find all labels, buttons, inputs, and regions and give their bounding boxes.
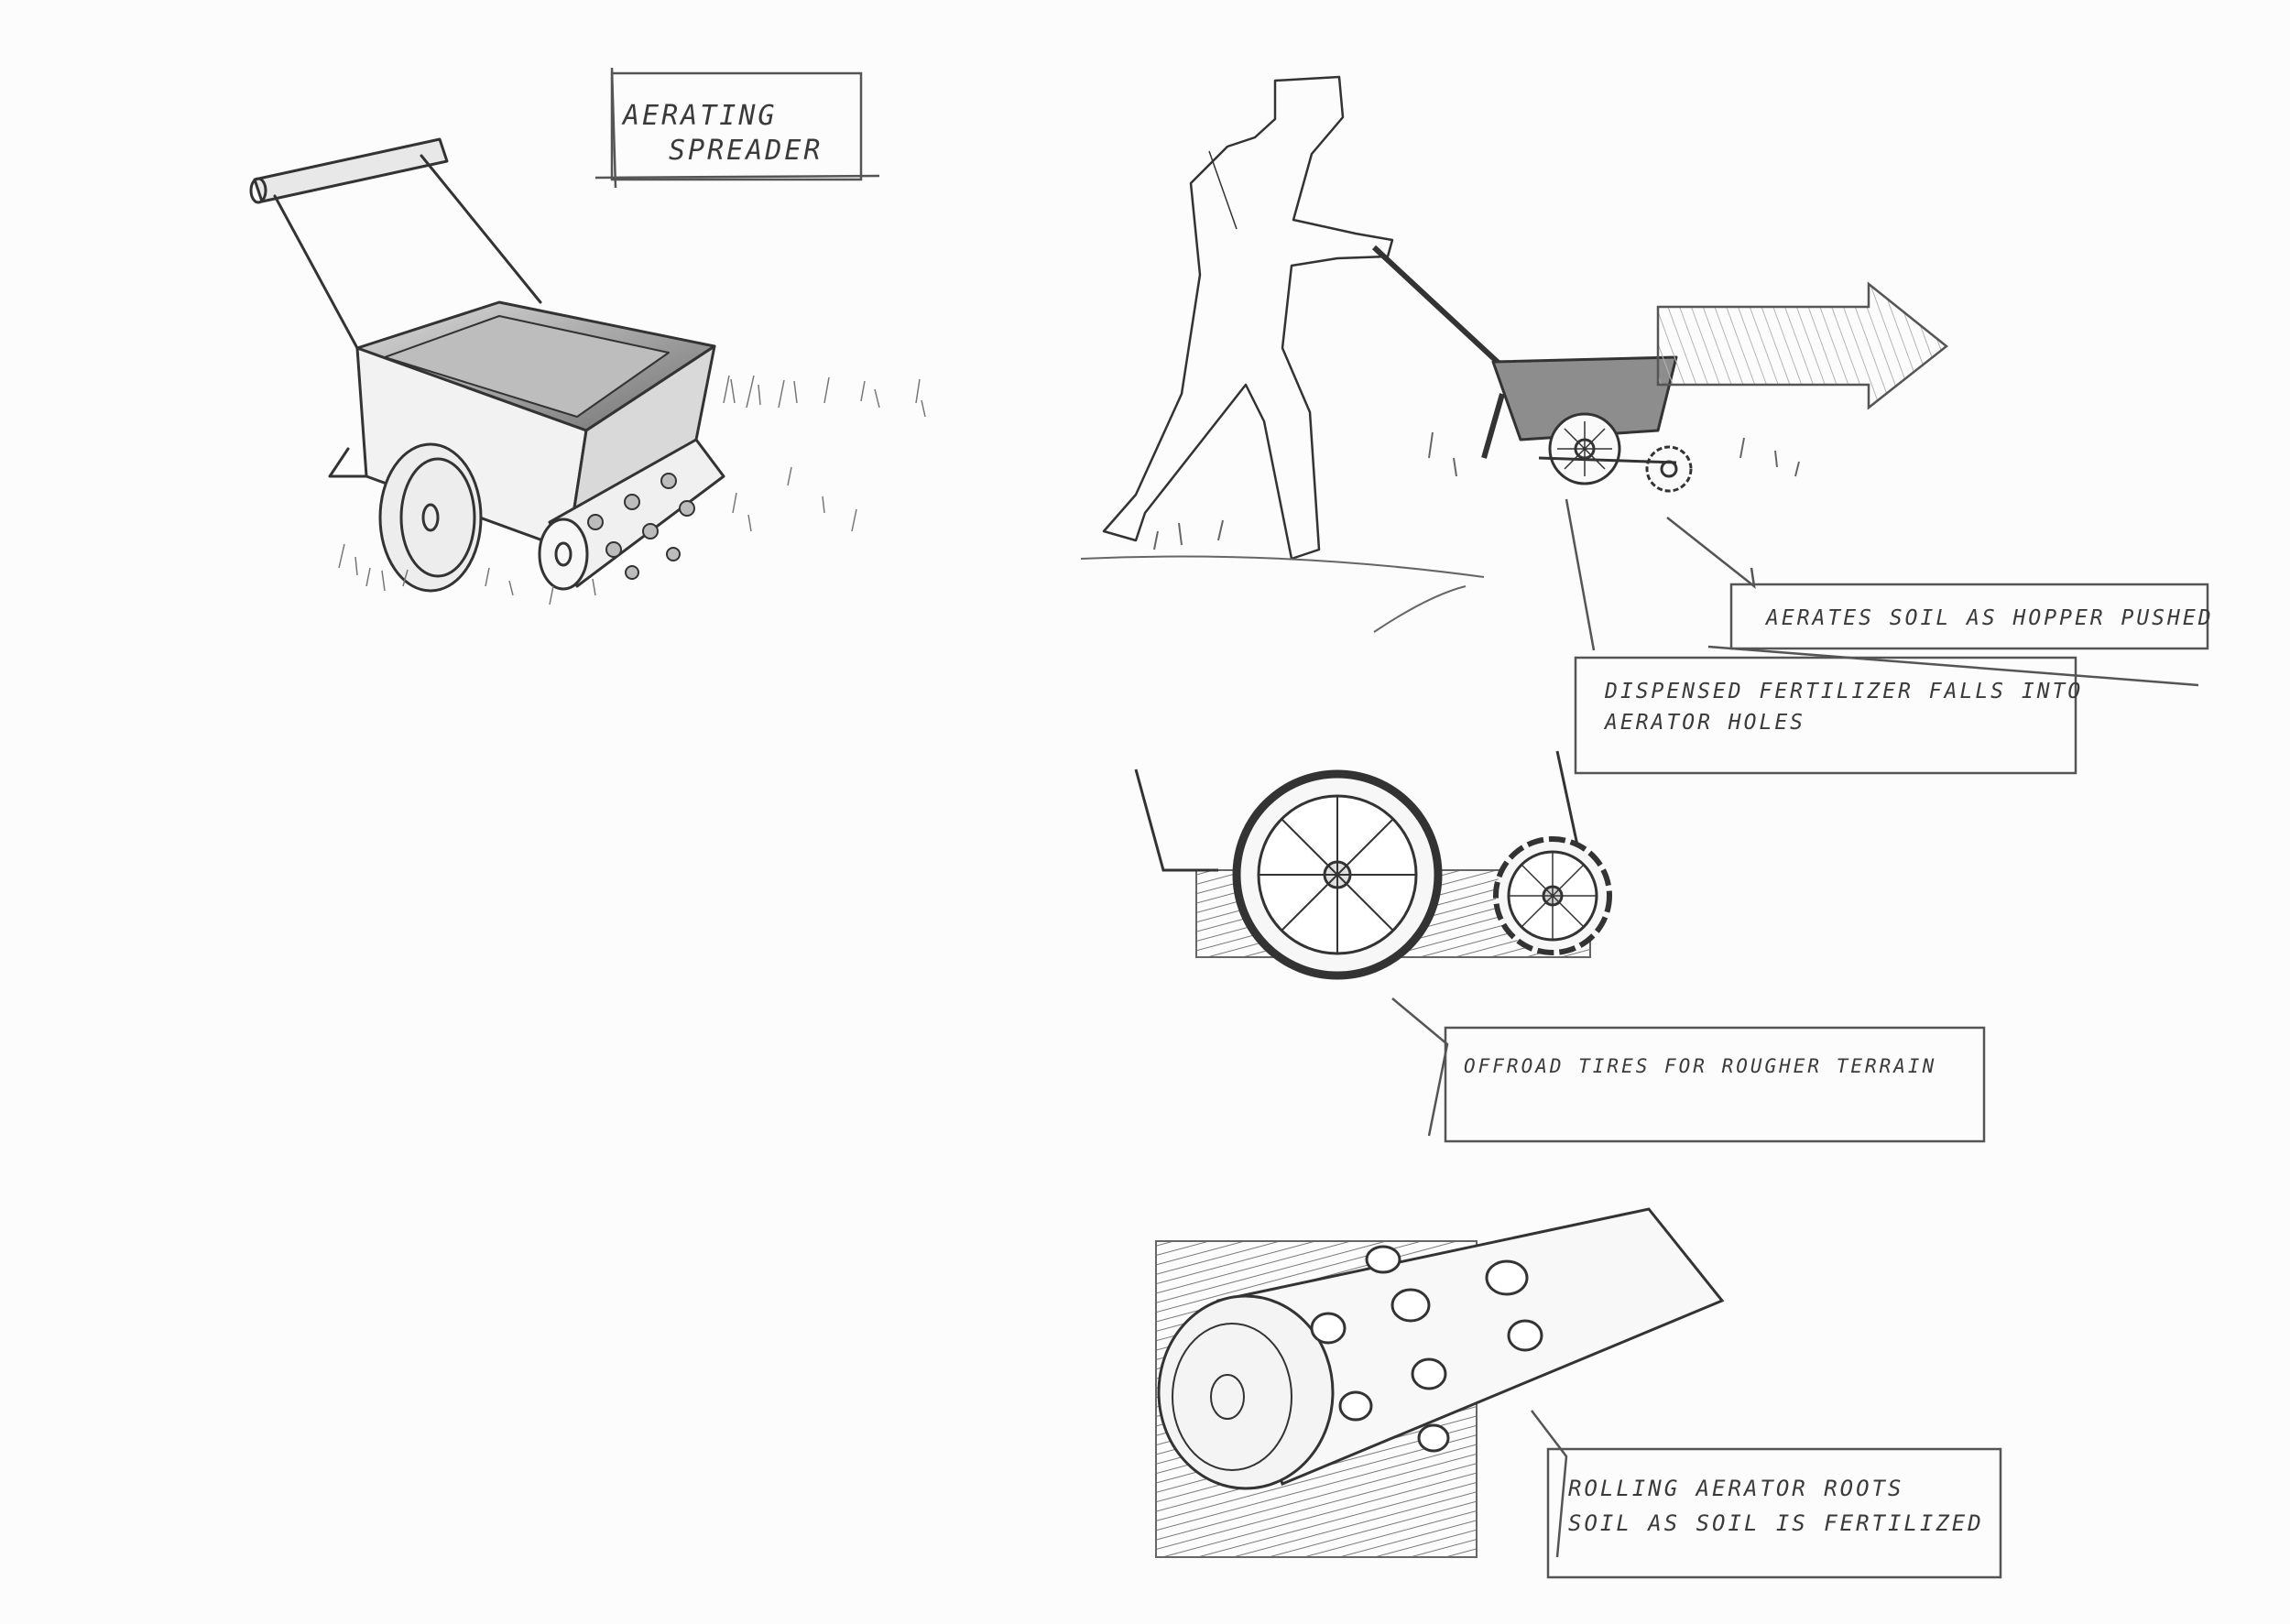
title-line-2: SPREADER xyxy=(669,135,823,167)
title-label: AERATING SPREADER xyxy=(623,99,823,169)
person-figure xyxy=(1102,75,1394,561)
title-line-1: AERATING xyxy=(623,100,778,132)
callout-boxes xyxy=(1391,498,2209,1579)
roller-closeup xyxy=(1155,1207,1725,1558)
ground-lines xyxy=(1080,431,1800,633)
wheel-closeup xyxy=(1134,750,1612,980)
grass-strokes xyxy=(338,375,926,605)
callout-rolling-line-2: SOIL AS SOIL IS FERTILIZED xyxy=(1568,1510,1984,1536)
callout-offroad-text: OFFROAD TIRES FOR ROUGHER TERRAIN xyxy=(1464,1055,1937,1077)
title-box xyxy=(594,67,880,189)
callout-dispensed-line-1: DISPENSED FERTILIZER FALLS INTO xyxy=(1605,680,2084,703)
callout-aerates-text: AERATES SOIL AS HOPPER PUSHED xyxy=(1766,606,2214,630)
callout-dispensed: DISPENSED FERTILIZER FALLS INTO AERATOR … xyxy=(1605,676,2083,738)
side-spreader xyxy=(1371,245,1693,493)
callout-rolling: ROLLING AERATOR ROOTS SOIL AS SOIL IS FE… xyxy=(1568,1471,1984,1541)
spreader-perspective xyxy=(249,137,725,593)
motion-arrow xyxy=(1656,281,1949,410)
callout-rolling-line-1: ROLLING AERATOR ROOTS xyxy=(1568,1476,1904,1501)
callout-dispensed-line-2: AERATOR HOLES xyxy=(1605,711,1806,735)
